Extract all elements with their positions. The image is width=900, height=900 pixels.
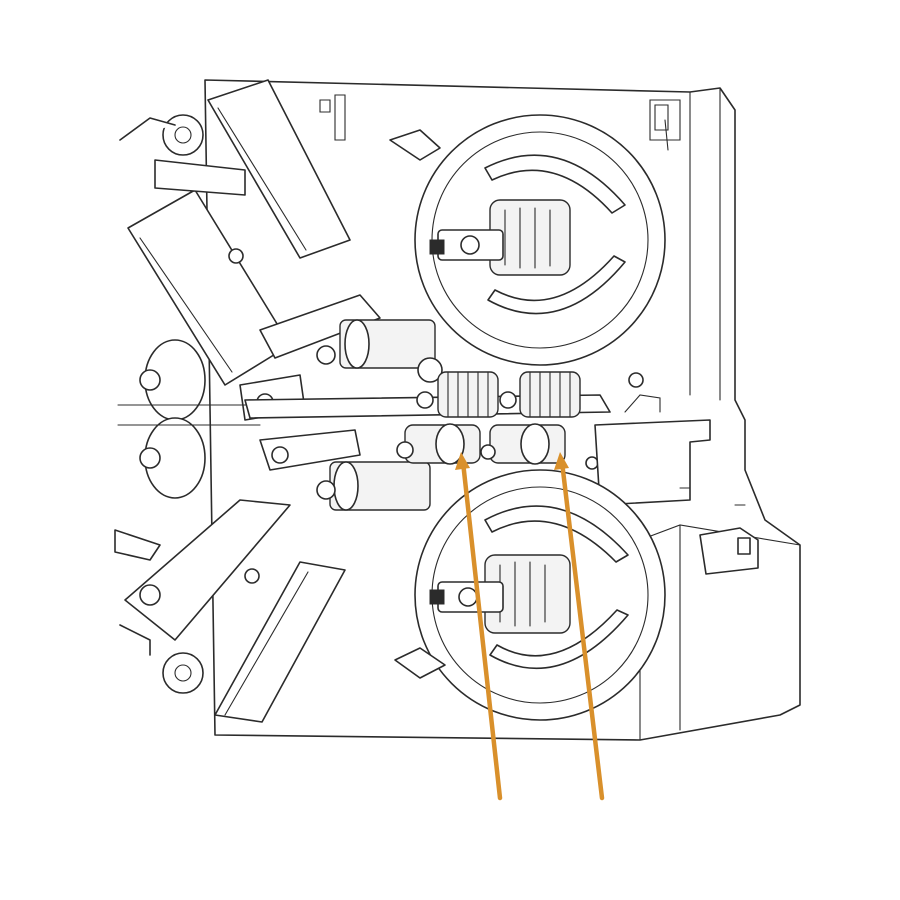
side-bracket	[594, 394, 759, 575]
callout-arrow-1	[460, 459, 503, 801]
callout-arrow-2	[559, 459, 605, 801]
upper-printhead-assembly	[119, 79, 443, 421]
left-rollers	[117, 339, 261, 499]
lower-printhead-assembly	[114, 429, 431, 723]
callout-arrowhead-1	[455, 452, 470, 470]
callout-arrowhead-2	[554, 452, 569, 470]
callout-arrows	[455, 452, 605, 801]
drive-rollers	[244, 371, 611, 465]
upper-ribbon-spool	[389, 114, 666, 366]
